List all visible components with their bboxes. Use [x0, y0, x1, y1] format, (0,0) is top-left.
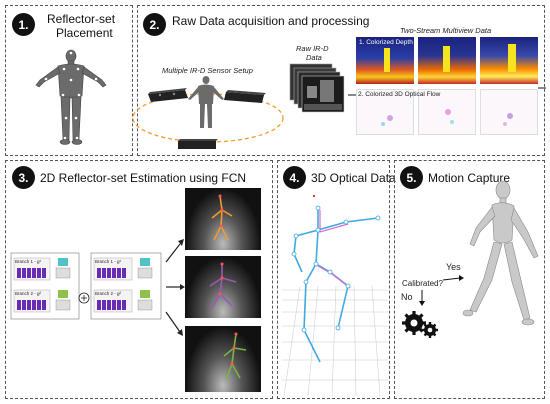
panel-4-title: 3D Optical Data	[311, 171, 396, 185]
branch-label-4: Branch 2 - g²	[95, 291, 122, 296]
two-stream-title: Two-Stream Multiview Data	[400, 26, 492, 35]
panel-1-title-line2: Placement	[56, 26, 113, 40]
raw-data-label-line1: Raw IR-D	[296, 44, 329, 53]
panel-3-title: 2D Reflector-set Estimation using FCN	[40, 171, 247, 185]
panel-5-title: Motion Capture	[428, 171, 511, 185]
step-number-5: 5.	[400, 166, 423, 189]
colorized-depth-label: 1. Colorized Depth	[359, 39, 413, 46]
branch-label-2: Branch 2 - g²	[15, 291, 42, 296]
fcn-output-3	[185, 326, 261, 392]
yes-label: Yes	[446, 262, 461, 272]
depth-thumb-3	[480, 37, 538, 84]
sensor-setup-label: Multiple IR-D Sensor Setup	[162, 66, 253, 75]
flow-thumb-1	[356, 89, 414, 135]
panel-2-title: Raw Data acquisition and processing	[172, 14, 370, 28]
branch-label-3: Branch 1 - g¹	[95, 259, 122, 264]
no-label: No	[401, 292, 413, 302]
panel-reflector-placement	[5, 5, 133, 156]
panel-motion-capture	[394, 160, 545, 399]
panel-3d-optical-data	[277, 160, 390, 399]
step-number-3: 3.	[12, 166, 35, 189]
fcn-output-2	[185, 256, 261, 318]
step-number-1: 1.	[12, 13, 35, 36]
depth-thumb-2	[418, 37, 476, 84]
step-number-4: 4.	[283, 166, 306, 189]
panel-1-title-line1: Reflector-set	[47, 12, 116, 26]
raw-data-label-line2: Data	[306, 53, 322, 62]
optical-flow-label: 2. Colorized 3D Optical Flow	[358, 91, 441, 98]
panel-raw-data	[137, 5, 545, 156]
flow-thumb-3	[480, 89, 538, 135]
step-number-2: 2.	[143, 13, 166, 36]
panel-fcn-estimation	[5, 160, 273, 399]
calibrated-question: Calibrated?	[402, 279, 443, 288]
branch-label-1: Branch 1 - g¹	[15, 259, 42, 264]
fcn-output-1	[185, 188, 261, 250]
